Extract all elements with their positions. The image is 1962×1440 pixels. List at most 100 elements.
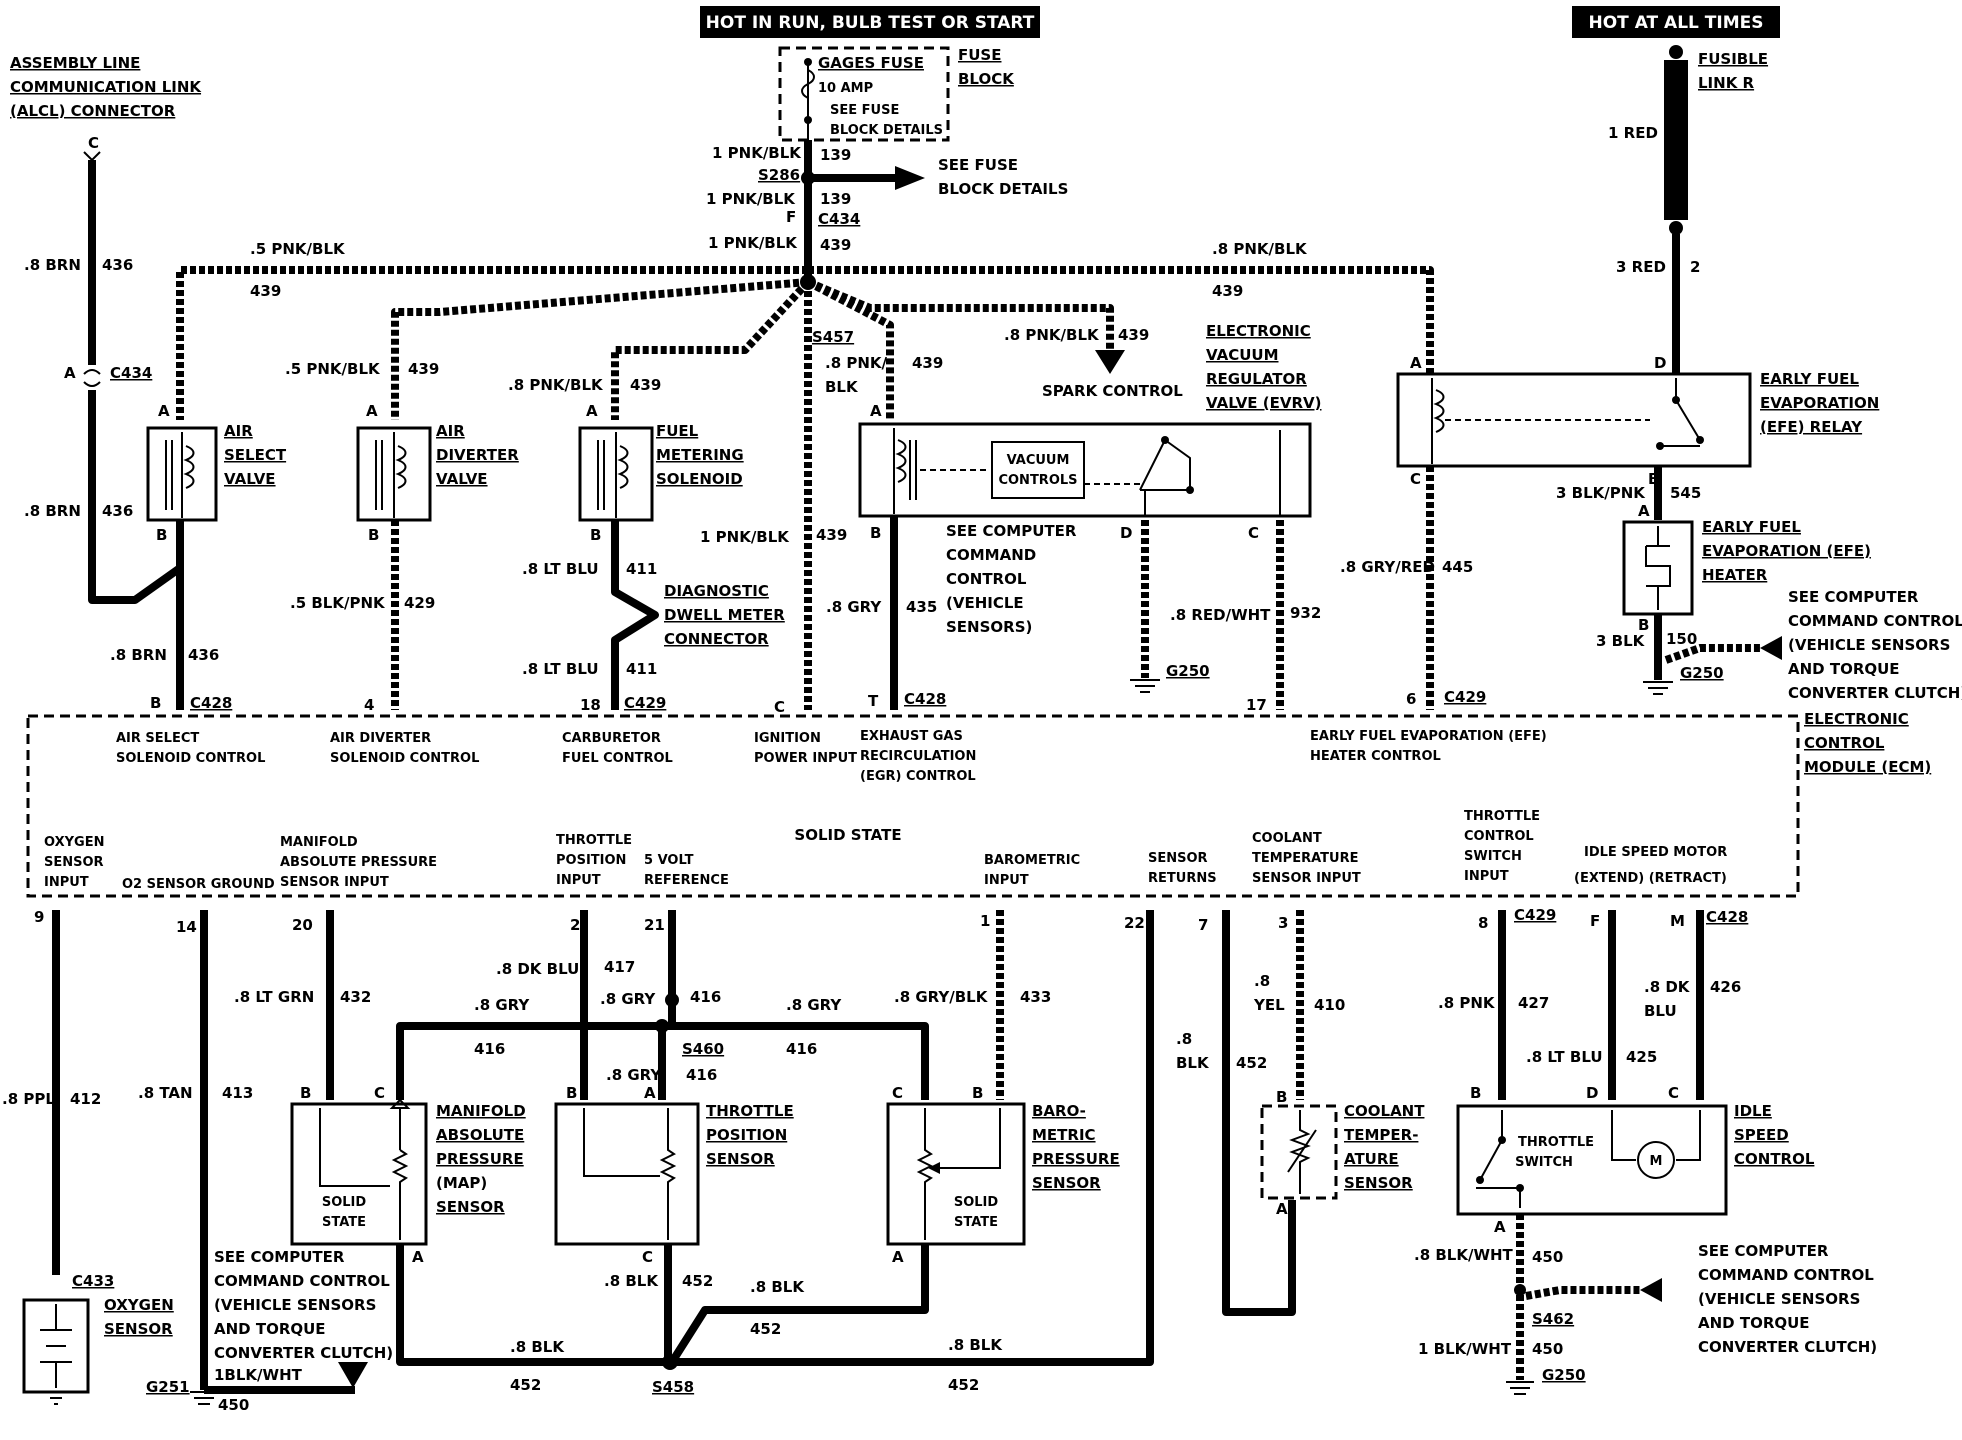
- diagram-label: C429: [1514, 906, 1556, 924]
- diagram-label: CONNECTOR: [664, 630, 769, 648]
- diagram-label: 412: [70, 1090, 101, 1108]
- arrow-icon: [1760, 636, 1782, 660]
- diagram-label: THROTTLE: [556, 833, 632, 848]
- diagram-label: C434: [818, 210, 860, 228]
- diagram-label: (VEHICLE SENSORS: [214, 1296, 376, 1314]
- diagram-label: .8 GRY: [600, 990, 656, 1008]
- diagram-label: EARLY FUEL: [1702, 518, 1801, 536]
- diagram-label: SEE COMPUTER: [1698, 1242, 1829, 1260]
- diagram-label: SPEED: [1734, 1126, 1789, 1144]
- diagram-label: THROTTLE: [1518, 1135, 1594, 1150]
- diagram-label: ELECTRONIC: [1804, 710, 1909, 728]
- diagram-label: G250: [1166, 662, 1210, 680]
- diagram-label: CONVERTER CLUTCH): [1698, 1338, 1877, 1356]
- diagram-label: AIR: [224, 422, 253, 440]
- diagram-label: (ALCL) CONNECTOR: [10, 102, 176, 120]
- diagram-label: CONTROL: [946, 570, 1027, 588]
- diagram-label: SELECT: [224, 446, 287, 464]
- diagram-label: S458: [652, 1378, 694, 1396]
- diagram-label: 450: [1532, 1340, 1563, 1358]
- diagram-label: A: [644, 1084, 656, 1102]
- diagram-label: S462: [1532, 1310, 1574, 1328]
- diagram-label: 436: [188, 646, 219, 664]
- diagram-label: S460: [682, 1040, 724, 1058]
- diagram-label: SEE COMPUTER: [946, 522, 1077, 540]
- diagram-label: AIR: [436, 422, 465, 440]
- diagram-label: .5 PNK/BLK: [285, 360, 381, 378]
- diagram-label: BLK: [1176, 1054, 1210, 1072]
- splice-s460: [655, 1019, 669, 1033]
- diagram-label: GAGES FUSE: [818, 54, 924, 72]
- diagram-label: 416: [686, 1066, 717, 1084]
- diagram-label: .8 PNK: [1438, 994, 1496, 1012]
- diagram-label: DIAGNOSTIC: [664, 582, 769, 600]
- barometric-pressure-sensor: C B SOLID STATE A BARO- METRIC PRESSURE …: [886, 1084, 1120, 1266]
- diagram-label: B: [870, 524, 881, 542]
- diagram-label: .8 BRN: [24, 256, 81, 274]
- diagram-label: B: [156, 526, 167, 544]
- diagram-label: HEATER: [1702, 566, 1768, 584]
- arrow-icon: [1640, 1278, 1662, 1302]
- diagram-label: TEMPER-: [1344, 1126, 1418, 1144]
- diagram-label: SWITCH: [1515, 1155, 1573, 1170]
- diagram-label: SENSOR: [1032, 1174, 1101, 1192]
- diagram-label: B: [972, 1084, 983, 1102]
- diagram-label: A: [158, 402, 170, 420]
- diagram-label: .8 GRY/BLK: [894, 988, 989, 1006]
- diagram-label: A: [892, 1248, 904, 1266]
- diagram-label: ABSOLUTE: [436, 1126, 524, 1144]
- diagram-label: COMMUNICATION LINK: [10, 78, 202, 96]
- diagram-label: SENSOR: [1344, 1174, 1413, 1192]
- efe-relay: A D C B EARLY FUEL EVAPORATION (EFE) REL…: [1396, 354, 1879, 488]
- diagram-label: CARBURETOR: [562, 731, 661, 746]
- diagram-label: BLOCK: [958, 70, 1015, 88]
- diagram-label: 545: [1670, 484, 1701, 502]
- diagram-label: 5 VOLT: [644, 853, 694, 868]
- alcl-connector: ASSEMBLY LINE COMMUNICATION LINK (ALCL) …: [10, 54, 202, 162]
- diagram-label: .8 LT GRN: [234, 988, 314, 1006]
- diagram-label: B: [590, 526, 601, 544]
- diagram-label: 22: [1124, 914, 1145, 932]
- diagram-label: B: [566, 1084, 577, 1102]
- diagram-label: 436: [102, 502, 133, 520]
- diagram-label: SOLENOID: [656, 470, 743, 488]
- diagram-label: C429: [624, 694, 666, 712]
- diagram-label: 417: [604, 958, 635, 976]
- diagram-label: G250: [1542, 1366, 1586, 1384]
- diagram-label: DIVERTER: [436, 446, 519, 464]
- diagram-label: CONTROL: [1464, 829, 1534, 844]
- diagram-label: 425: [1626, 1048, 1657, 1066]
- diagram-label: SENSOR: [436, 1198, 505, 1216]
- idle-speed-control: B D C THROTTLE SWITCH M A IDLE SPEED CON…: [1456, 1084, 1815, 1236]
- diagram-label: YEL: [1253, 996, 1285, 1014]
- diagram-label: 413: [222, 1084, 253, 1102]
- diagram-label: .8 LT BLU: [1526, 1048, 1603, 1066]
- diagram-label: 450: [1532, 1248, 1563, 1266]
- diagram-label: FUSE: [958, 46, 1001, 64]
- diagram-label: SEE FUSE: [830, 103, 899, 118]
- diagram-label: G250: [1680, 664, 1724, 682]
- diagram-label: .8 PNK/BLK: [1212, 240, 1308, 258]
- diagram-label: C428: [190, 694, 232, 712]
- diagram-label: SPARK CONTROL: [1042, 382, 1183, 400]
- diagram-label: EARLY FUEL: [1760, 370, 1859, 388]
- diagram-label: IGNITION: [754, 731, 821, 746]
- ground-icon: G250: [1506, 1366, 1586, 1395]
- diagram-label: INPUT: [44, 875, 89, 890]
- diagram-label: CONTROL: [1734, 1150, 1815, 1168]
- diagram-label: HEATER CONTROL: [1310, 749, 1441, 764]
- diagram-label: .8 BRN: [110, 646, 167, 664]
- diagram-label: FUSIBLE: [1698, 50, 1768, 68]
- diagram-label: SENSOR: [44, 855, 104, 870]
- diagram-label: D: [1654, 354, 1666, 372]
- diagram-label: C: [88, 134, 99, 152]
- diagram-label: VALVE (EVRV): [1206, 394, 1322, 412]
- diagram-label: SENSOR INPUT: [280, 875, 389, 890]
- arrow-icon: [338, 1362, 368, 1388]
- diagram-label: OXYGEN: [104, 1296, 174, 1314]
- diagram-label: A: [366, 402, 378, 420]
- diagram-label: FUEL CONTROL: [562, 751, 673, 766]
- diagram-label: AND TORQUE: [1698, 1314, 1810, 1332]
- diagram-label: AIR DIVERTER: [330, 731, 431, 746]
